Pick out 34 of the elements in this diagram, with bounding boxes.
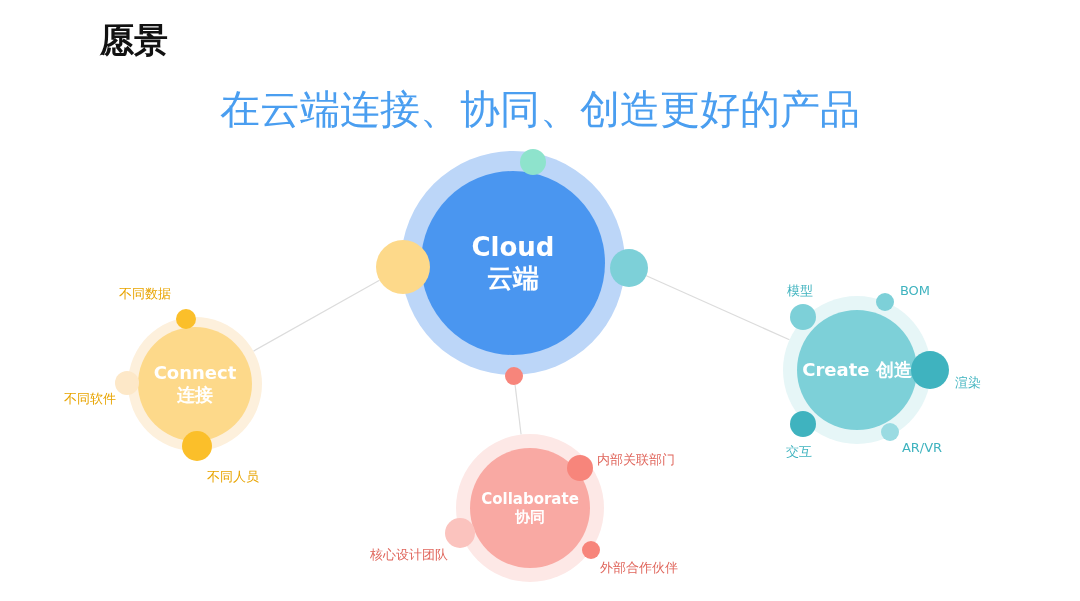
dot [182,431,212,461]
dot-caption: 内部关联部门 [597,451,675,469]
dot [790,411,816,437]
node-label: Create 创造 [802,359,912,381]
connector-line [514,384,522,436]
node-label: Cloud 云端 [470,231,556,295]
dot [911,351,949,389]
node-label: Collaborate 协同 [480,490,580,526]
dot [790,304,816,330]
dot-caption: 渲染 [955,374,981,392]
dot [176,309,196,329]
subtitle-text: 在云端连接、协同、创造更好的产品 [220,86,860,132]
dot [582,541,600,559]
dot [445,518,475,548]
dot [505,367,523,385]
dot [610,249,648,287]
node-label: Connect 连接 [152,362,238,406]
dot-caption: 外部合作伙伴 [600,559,678,577]
dot-caption: BOM [899,282,931,298]
connector-line [252,279,381,352]
dot-caption: 不同软件 [64,390,116,408]
dot [376,240,430,294]
dot [876,293,894,311]
dot-caption: 不同人员 [207,468,259,486]
dot [115,371,139,395]
dot-caption: 模型 [787,282,813,300]
dot-caption: 核心设计团队 [370,546,448,564]
dot [520,149,546,175]
slide-title: 愿景 [100,19,168,62]
dot-caption: 不同数据 [119,285,171,303]
dot [881,423,899,441]
dot-caption: AR/VR [901,439,943,455]
dot-caption: 交互 [786,443,812,461]
connector-line [645,275,791,341]
